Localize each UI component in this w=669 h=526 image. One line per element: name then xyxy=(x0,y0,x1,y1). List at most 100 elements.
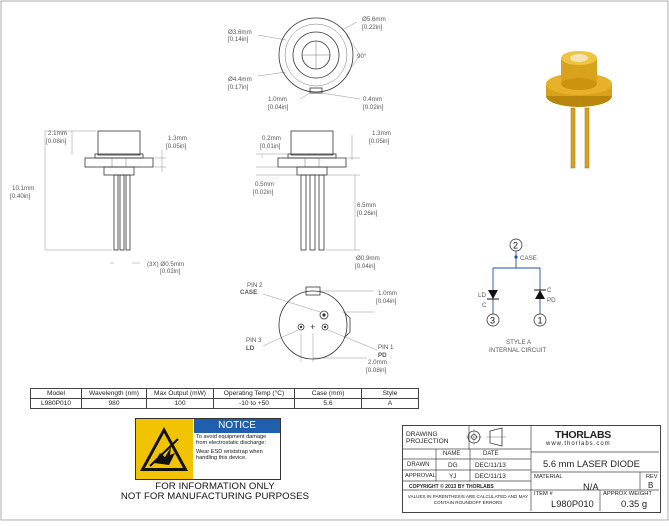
dim-right-top: 0.2mm xyxy=(262,135,281,142)
pin3-name: LD xyxy=(246,345,255,352)
tb-material: N/A xyxy=(583,481,599,492)
dim-left-lead-dia-in: [0.02in] xyxy=(160,268,181,275)
dim-right-pin-dia-in: [0.04in] xyxy=(355,263,376,270)
dim-top-notch-w: 1.0mm xyxy=(268,96,287,103)
info-disclaimer: FOR INFORMATION ONLY NOT FOR MANUFACTURI… xyxy=(110,482,320,502)
spec-cell: L980P010 xyxy=(30,398,82,409)
top-view: Ø3.6mm [0.14in] Ø5.6mm [0.22in] 90° Ø4.4… xyxy=(228,16,386,111)
dim-top-inner-dia: Ø3.6mm xyxy=(228,29,252,36)
tb-projection: DRAWING PROJECTION xyxy=(406,431,449,445)
circuit-node-3: 3 xyxy=(490,316,495,326)
pin2-label: PIN 2 xyxy=(247,282,263,289)
dim-left-total-in: [0.40in] xyxy=(10,193,31,200)
esd-notice: NOTICE To avoid equipment damage from el… xyxy=(135,418,281,480)
dim-right-pin-dia: Ø0.9mm xyxy=(356,255,380,262)
tb-rev-label: REV xyxy=(646,474,658,480)
spec-header: Style xyxy=(361,388,419,399)
notice-text-1: To avoid equipment damage from electrost… xyxy=(196,434,267,447)
dim-left-cap-h-in: [0.08in] xyxy=(46,138,67,145)
side-view-left: 2.1mm [0.08in] 1.3mm [0.05in] 10.1mm [0.… xyxy=(10,130,187,275)
dim-left-total: 10.1mm xyxy=(12,185,34,192)
circuit-ld-label: LD xyxy=(478,292,486,299)
pin2-name: CASE xyxy=(240,289,257,296)
tb-drawn-date: DEC/11/13 xyxy=(475,462,506,469)
spec-cell: 100 xyxy=(146,398,214,409)
side-view-right: 0.2mm [0.01in] 1.3mm [0.05in] 0.5mm [0.0… xyxy=(253,130,391,270)
tb-title: 5.6 mm LASER DIODE xyxy=(543,458,640,469)
tb-material-label: MATERIAL xyxy=(534,474,563,480)
tb-copyright: COPYRIGHT © 2013 BY THORLABS xyxy=(409,484,494,490)
spec-row: L980P010 980 100 -10 to +50 5.6 A xyxy=(30,398,419,409)
tb-weight: 0.35 g xyxy=(621,498,648,509)
tb-item-label: ITEM # xyxy=(534,491,553,497)
tb-approval-date: DEC/11/13 xyxy=(475,473,506,480)
bottom-view: + PIN 2 CASE PIN 3 LD PIN 1 PD 1.0mm [0.… xyxy=(240,282,397,374)
dim-top-notch-d: 0.4mm xyxy=(363,96,382,103)
pin1-name: PD xyxy=(378,352,387,359)
spec-cell: A xyxy=(361,398,419,409)
dim-bottom-pitch-in: [0.08in] xyxy=(366,367,387,374)
dim-top-notch-w-in: [0.04in] xyxy=(268,104,289,111)
dim-bottom-pitch: 2.0mm xyxy=(368,359,387,366)
spec-header: Model xyxy=(30,388,82,399)
spec-header: Case (mm) xyxy=(294,388,362,399)
tb-approval-name: YJ xyxy=(449,473,457,480)
spec-cell: 980 xyxy=(81,398,147,409)
spec-cell: 5.6 xyxy=(294,398,362,409)
title-block: DRAWING PROJECTION NAME DATE DRAWN DG DE… xyxy=(402,425,661,513)
tb-url: www.thorlabs.com xyxy=(546,441,611,447)
dim-left-lead-dia: (3X) Ø0.5mm xyxy=(147,261,184,268)
dim-right-top-in: [0.01in] xyxy=(260,143,281,150)
dim-left-cap-h: 2.1mm xyxy=(48,130,67,137)
tb-drawn-name: DG xyxy=(448,462,458,469)
dim-right-base: 0.5mm xyxy=(255,181,274,188)
circuit-node-2: 2 xyxy=(513,241,518,251)
tb-rev: B xyxy=(648,481,654,490)
projection-symbol xyxy=(466,427,506,447)
dim-top-outer-dia-in: [0.22in] xyxy=(362,24,383,31)
info-line-2: NOT FOR MANUFACTURING PURPOSES xyxy=(120,491,310,502)
esd-warning-icon xyxy=(136,419,193,479)
pin3-label: PIN 3 xyxy=(246,337,262,344)
dim-top-notch-d-in: [0.02in] xyxy=(363,104,384,111)
spec-cell: -10 to +50 xyxy=(213,398,295,409)
dim-top-outer-dia: Ø5.6mm xyxy=(362,16,386,23)
tb-name-header: NAME xyxy=(443,451,461,457)
dim-right-flange: 1.3mm xyxy=(372,130,391,137)
notice-text: To avoid equipment damage from electrost… xyxy=(196,434,278,462)
dim-right-lead: 6.5mm xyxy=(357,202,376,209)
dim-top-angle: 90° xyxy=(357,53,367,60)
circuit-c-left: C xyxy=(482,302,487,309)
spec-header: Wavelength (nm) xyxy=(81,388,147,399)
info-line-1: FOR INFORMATION ONLY xyxy=(155,481,275,492)
tb-note: VALUES IN PARENTHESIS ARE CALCULATED AND… xyxy=(407,494,529,505)
tb-approval-label: APPROVAL xyxy=(405,473,436,479)
dim-top-pin-circle-in: [0.17in] xyxy=(228,84,249,91)
dim-right-base-in: [0.02in] xyxy=(253,189,274,196)
dim-bottom-notch: 1.0mm xyxy=(378,290,397,297)
dim-top-inner-dia-in: [0.14in] xyxy=(228,36,249,43)
dim-right-flange-in: [0.05in] xyxy=(369,138,390,145)
circuit-style: STYLE A xyxy=(506,339,532,346)
notice-text-2: Wear ESD wriststrap when handling this d… xyxy=(196,448,263,462)
spec-table: Model Wavelength (nm) Max Output (mW) Op… xyxy=(30,388,419,409)
diode-illustration xyxy=(546,51,612,169)
tb-item: L980P010 xyxy=(551,498,594,509)
dim-bottom-notch-in: [0.04in] xyxy=(376,298,397,305)
tb-drawn-label: DRAWN xyxy=(407,462,430,468)
tb-date-header: DATE xyxy=(483,451,499,457)
svg-text:+: + xyxy=(310,322,315,332)
circuit-pd-label: PD xyxy=(547,297,556,304)
dim-left-flange: 1.3mm xyxy=(168,135,187,142)
internal-circuit: 2 CASE LD C C PD 3 1 STYLE A INTERNAL CI… xyxy=(478,238,556,354)
circuit-caption: INTERNAL CIRCUIT xyxy=(489,347,546,354)
tb-weight-label: APPROX WEIGHT xyxy=(603,491,652,497)
notice-title: NOTICE xyxy=(194,419,280,433)
title-block-lines xyxy=(403,426,659,511)
spec-header: Max Output (mW) xyxy=(146,388,214,399)
spec-header: Operating Temp (°C) xyxy=(213,388,295,399)
thorlabs-logo: THORLABS xyxy=(555,429,611,441)
